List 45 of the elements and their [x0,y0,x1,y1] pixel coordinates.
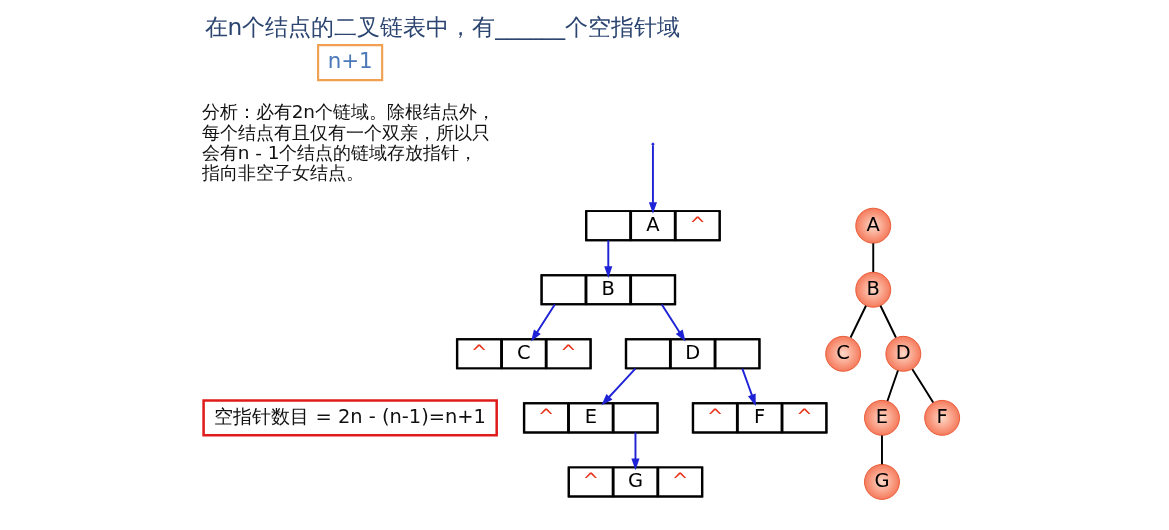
diagram-title: 在n个结点的二叉链表中，有______个空指针域 [204,12,680,40]
node-box [714,338,760,370]
node-box: A [629,210,676,242]
connector [885,369,899,402]
node-box: F [736,402,782,434]
connector [879,304,897,339]
node-box: G [612,466,658,498]
node-box [540,274,586,306]
arrow [601,367,636,406]
node-box: ^ [691,402,738,434]
node-box [624,338,671,370]
node-box: ^ [781,402,827,434]
connector [910,368,934,404]
node-box: C [500,338,547,370]
node-box: ^ [522,402,569,434]
node-circle: D [884,335,921,372]
arrow [603,239,612,278]
node-box: D [669,338,716,370]
connector [880,434,883,466]
node-box: 空指针数目 = 2n - (n-1)=n+1 [201,399,498,437]
node-box: ^ [455,338,502,370]
connector [849,304,867,339]
node-box: ^ [545,338,591,370]
arrow [630,431,640,471]
node-box [629,274,676,306]
node-box [585,210,631,242]
arrow [530,303,556,342]
node-box: n+1 [316,44,383,82]
node-circle: G [863,463,900,500]
node-circle: A [854,207,891,244]
node-circle: E [863,399,900,436]
node-circle: B [854,271,891,308]
arrow [740,367,756,406]
node-circle: C [824,335,861,372]
node-box: B [585,274,631,306]
arrow [648,144,657,214]
node-circle: F [923,399,960,436]
node-box: ^ [567,466,614,498]
node-box: E [567,402,614,434]
node-box: ^ [674,210,720,242]
node-box [612,402,658,434]
node-box: ^ [656,466,703,498]
arrow [660,303,685,342]
connector [871,242,874,274]
label: 分析：必有2n个链域。除根结点外，每个结点有且仅有一个双亲，所以只会有n - 1个结点的链域存放指针，指向非空子女结点。 [201,101,495,184]
